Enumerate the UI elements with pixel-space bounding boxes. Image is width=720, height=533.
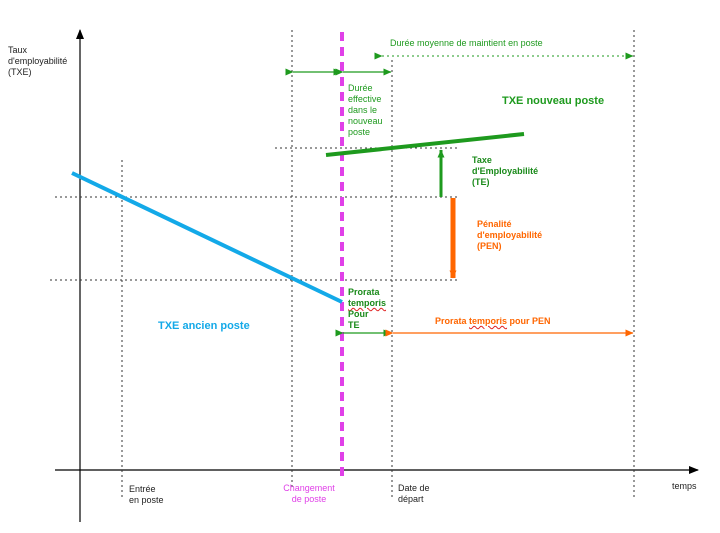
txe-ancien-label: TXE ancien poste <box>158 320 250 332</box>
prorata-pen-pour: pour PEN <box>507 316 551 326</box>
prorata-pen-label: Prorata temporis pour PEN <box>435 316 551 327</box>
prorata-pen-word: Prorata <box>435 316 470 326</box>
depart-label: Date de départ <box>398 483 430 504</box>
pen-label: Pénalité d'employabilité (PEN) <box>477 219 543 251</box>
txe-nouveau-label: TXE nouveau poste <box>502 95 605 107</box>
changement-label: Changement de poste <box>283 483 335 504</box>
y-axis-label: Taux d'employabilité (TXE) <box>8 45 68 77</box>
prorata-te-pour: Pour TE <box>348 309 369 330</box>
txe-ancien-line <box>71 171 343 304</box>
txe-nouveau-line <box>325 132 525 157</box>
duree-moyenne-label: Durée moyenne de maintient en poste <box>390 38 543 48</box>
prorata-pen-temporis: temporis <box>469 316 508 326</box>
duree-effective-label: Durée effective dans le nouveau poste <box>348 83 383 137</box>
te-label: Taxe d'Employabilité (TE) <box>472 155 539 187</box>
prorata-te-temporis: temporis <box>348 298 387 308</box>
x-axis-label: temps <box>672 481 697 491</box>
entree-label: Entrée en poste <box>129 484 164 505</box>
prorata-te-word: Prorata <box>348 287 380 297</box>
